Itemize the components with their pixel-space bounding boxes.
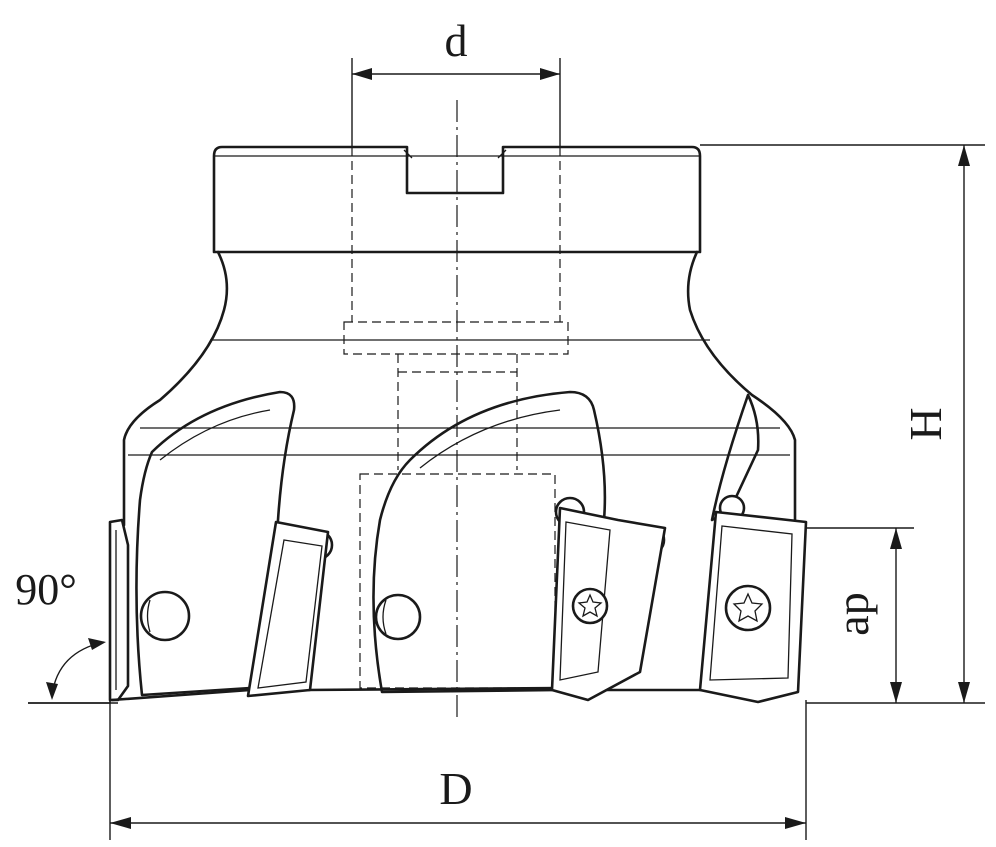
screw-left-slot (146, 599, 151, 633)
keyway-chamfers (403, 149, 507, 159)
insert-front-1 (550, 506, 667, 702)
neck-right (686, 250, 797, 527)
dim-d: d (351, 15, 561, 147)
torx-screw-2 (724, 584, 772, 632)
torx-screw-1 (571, 587, 609, 625)
chip-pockets (135, 390, 760, 697)
left-edge-insert (108, 518, 130, 702)
insert-side-view (246, 520, 330, 698)
label-d: d (445, 15, 468, 66)
label-ap: ap (827, 592, 878, 635)
top-cap-outline (212, 145, 702, 254)
bottom-face (110, 686, 702, 702)
dim-ap: ap (806, 527, 914, 703)
insert-side-inner (257, 539, 323, 689)
chip-pocket-left (135, 390, 296, 697)
label-H: H (900, 407, 951, 440)
label-angle: 90° (15, 565, 77, 614)
screw-head-center (374, 593, 422, 641)
screw-head-left (139, 590, 191, 642)
torx-star-1 (577, 593, 603, 618)
insert-front-1-inner (559, 521, 611, 681)
torx-star-2 (732, 592, 764, 623)
dim-H: H (700, 144, 985, 704)
neck-left (122, 250, 229, 527)
screw-center-slot (382, 599, 387, 635)
chip-pocket-right (710, 393, 760, 522)
inserts (246, 506, 808, 704)
cutter-body (108, 145, 797, 702)
dim-angle: 90° (15, 565, 118, 704)
dim-D: D (109, 700, 807, 840)
label-D: D (439, 763, 472, 814)
chip-pocket-left-edge (159, 409, 271, 461)
chip-pocket-center (372, 390, 607, 694)
chip-pocket-center-edge (419, 409, 561, 469)
insert-front-2-inner (709, 525, 793, 681)
counterbore-hidden (343, 321, 569, 355)
